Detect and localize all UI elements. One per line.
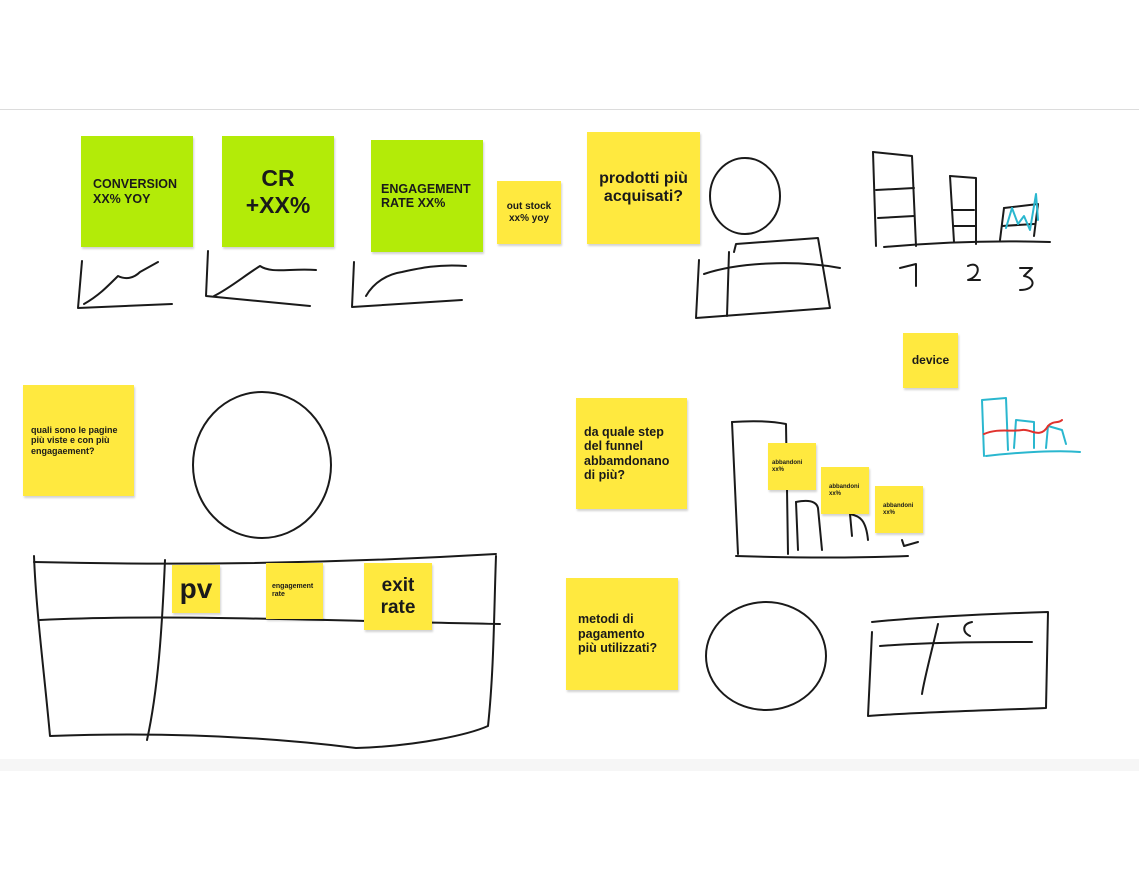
note-text-line-1: CR	[261, 165, 295, 192]
sticky-note-pagamento[interactable]: metodi di pagamento più utilizzati?	[566, 578, 678, 690]
note-text: metodi di pagamento più utilizzati?	[578, 612, 658, 656]
table-sketch-pagamento	[867, 611, 1049, 717]
note-text: CONVERSION XX% YOY	[93, 177, 178, 206]
mini-line-chart-conversion	[77, 260, 173, 309]
sticky-note-prodotti[interactable]: prodotti più acquisati?	[587, 132, 700, 244]
note-text: ENGAGEMENT RATE XX%	[381, 181, 471, 210]
mini-line-chart-cr	[205, 250, 317, 307]
note-text: engagement rate	[272, 582, 314, 598]
sticky-note-engagement-rate[interactable]: ENGAGEMENT RATE XX%	[371, 140, 483, 252]
board-bottom-bar	[0, 759, 1139, 771]
note-text: abbandoni xx%	[829, 483, 860, 497]
funnel-chart-sketch	[731, 420, 919, 559]
device-chart-sketch	[981, 193, 1081, 457]
sticky-note-cr[interactable]: CR +XX%	[222, 136, 334, 247]
sticky-note-conversion[interactable]: CONVERSION XX% YOY	[81, 136, 193, 247]
sticky-note-abbandoni-3[interactable]: abbandoni xx%	[875, 486, 923, 533]
sketch-label-n1: 1	[896, 262, 913, 295]
note-text: abbandoni xx%	[883, 502, 914, 516]
table-sketch-prodotti	[695, 237, 841, 319]
sticky-note-pv[interactable]: pv	[172, 565, 220, 613]
sticky-note-abbandoni-2[interactable]: abbandoni xx%	[821, 467, 869, 514]
note-text: device	[911, 352, 950, 367]
sticky-note-abbandoni-1[interactable]: abbandoni xx%	[768, 443, 816, 490]
sticky-note-funnel[interactable]: da quale step del funnel abbamdonano di …	[576, 398, 687, 509]
note-text: prodotti più acquisati?	[599, 169, 688, 205]
note-text-line-2: +XX%	[245, 191, 311, 218]
sticky-note-pagine[interactable]: quali sono le pagine più viste e con più…	[23, 385, 134, 496]
sketch-label-n2: 2	[964, 258, 981, 291]
pie-sketch-prodotti	[709, 157, 781, 235]
hand-drawn-sketches: 1 2 3	[33, 151, 1081, 749]
note-text: quali sono le pagine più viste e con più…	[31, 424, 118, 456]
sticky-note-engagement-small[interactable]: engagement rate	[266, 563, 323, 619]
note-text: out stock xx% yoy	[506, 201, 552, 224]
whiteboard-canvas[interactable]: 1 2 3 CONVERSION XX% YOY CR +XX% ENGAGEM…	[0, 109, 1139, 760]
sticky-note-exit-rate[interactable]: exit rate	[364, 563, 432, 630]
note-text: abbandoni xx%	[772, 459, 803, 473]
pie-sketch-pagamento	[705, 601, 827, 711]
pie-sketch-pagine	[192, 391, 332, 539]
sticky-note-device[interactable]: device	[903, 333, 958, 388]
mini-line-chart-engagement	[351, 261, 467, 308]
note-text: pv	[179, 572, 213, 604]
sticky-note-out-stock[interactable]: out stock xx% yoy	[497, 181, 561, 244]
sketch-label-n3: 3	[1016, 266, 1033, 299]
note-text: da quale step del funnel abbamdonano di …	[584, 424, 670, 482]
bar-chart-sketch	[872, 151, 1051, 291]
note-text: exit rate	[380, 574, 416, 618]
